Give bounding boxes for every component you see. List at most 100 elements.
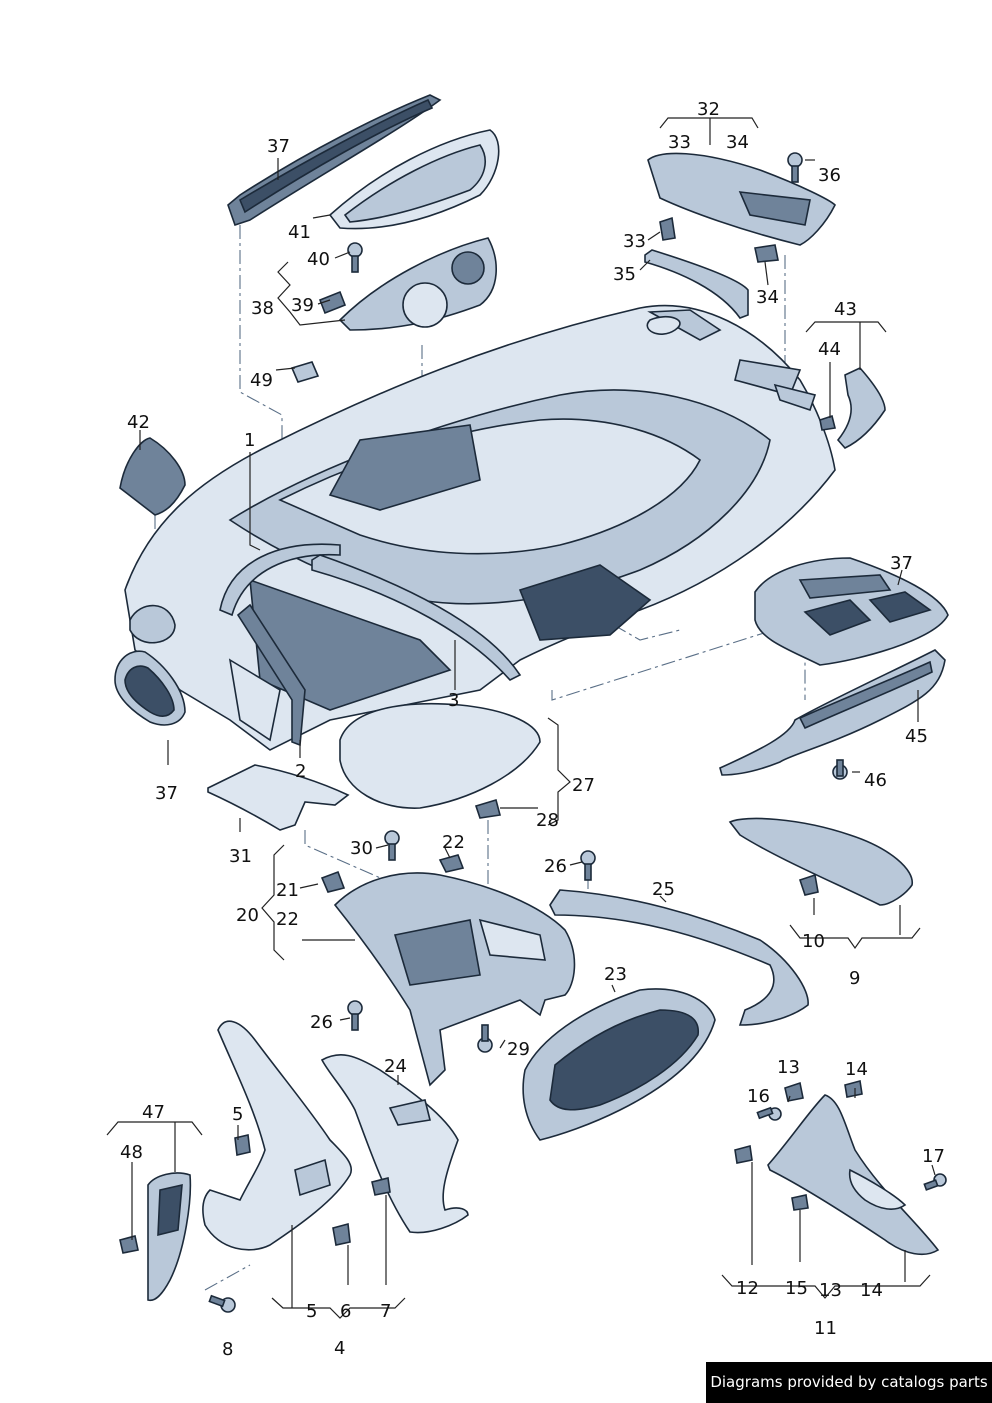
callout-5b: 5 bbox=[306, 1301, 317, 1322]
callout-37a: 37 bbox=[267, 136, 290, 157]
part-27-knee-panel bbox=[339, 702, 541, 809]
callout-16: 16 bbox=[747, 1086, 770, 1107]
part-17-screw bbox=[923, 1173, 947, 1191]
callout-10: 10 bbox=[802, 931, 825, 952]
part-6-clip bbox=[332, 1222, 351, 1246]
part-20-center-bracket bbox=[333, 872, 576, 1087]
callout-35: 35 bbox=[613, 264, 636, 285]
part-35-trim-bar bbox=[644, 249, 749, 319]
part-25-lower-trim bbox=[549, 889, 809, 1026]
callout-33b: 33 bbox=[623, 231, 646, 252]
callout-22b: 22 bbox=[276, 909, 299, 930]
callout-27: 27 bbox=[572, 775, 595, 796]
part-44-clip bbox=[819, 414, 836, 431]
callout-33a: 33 bbox=[668, 132, 691, 153]
part-38-speaker-bracket bbox=[338, 237, 497, 331]
part-32-glovebox-lid bbox=[647, 152, 836, 246]
part-16-screw bbox=[756, 1106, 782, 1121]
callout-26b: 26 bbox=[310, 1012, 333, 1033]
callout-3: 3 bbox=[448, 690, 459, 711]
part-31-mat bbox=[207, 764, 350, 831]
callout-6: 6 bbox=[340, 1301, 351, 1322]
part-37-left-vent bbox=[114, 650, 186, 726]
callout-21: 21 bbox=[276, 880, 299, 901]
callout-14b: 14 bbox=[860, 1280, 883, 1301]
callout-12: 12 bbox=[736, 1278, 759, 1299]
callout-43: 43 bbox=[834, 299, 857, 320]
callout-labels: 1 2 3 4 5 5 6 7 8 9 10 11 12 13 13 14 14… bbox=[120, 99, 945, 1360]
part-39-clip bbox=[318, 290, 347, 315]
part-28-clip bbox=[474, 798, 502, 819]
callout-37b: 37 bbox=[890, 553, 913, 574]
callout-48: 48 bbox=[120, 1142, 143, 1163]
leader-lines bbox=[106, 117, 936, 1319]
part-29-screw bbox=[477, 1024, 493, 1053]
callout-22a: 22 bbox=[442, 832, 465, 853]
part-49-clip bbox=[290, 361, 320, 383]
callout-40: 40 bbox=[307, 249, 330, 270]
callout-32: 32 bbox=[697, 99, 720, 120]
callout-15: 15 bbox=[785, 1278, 808, 1299]
part-1-trim-strip bbox=[219, 543, 341, 617]
part-11-pillar-trim bbox=[767, 1094, 940, 1256]
part-30-screw bbox=[384, 830, 400, 861]
callout-20: 20 bbox=[236, 905, 259, 926]
part-47-side-grille bbox=[147, 1172, 192, 1302]
callout-29: 29 bbox=[507, 1039, 530, 1060]
callout-41: 41 bbox=[288, 222, 311, 243]
part-13-clip bbox=[784, 1081, 804, 1102]
callout-42: 42 bbox=[127, 412, 150, 433]
part-22-clip bbox=[438, 854, 465, 873]
callout-39: 39 bbox=[291, 295, 314, 316]
part-4-lower-trim-left bbox=[202, 1020, 352, 1251]
callout-26a: 26 bbox=[544, 856, 567, 877]
callout-11: 11 bbox=[814, 1318, 837, 1339]
callout-13a: 13 bbox=[777, 1057, 800, 1078]
part-5-clip bbox=[234, 1134, 251, 1156]
callout-23: 23 bbox=[604, 964, 627, 985]
callout-25: 25 bbox=[652, 879, 675, 900]
part-40-screw bbox=[347, 242, 363, 273]
part-26-screw-upper bbox=[580, 850, 596, 881]
callout-37c: 37 bbox=[155, 783, 178, 804]
part-45-dash-trim bbox=[719, 649, 946, 776]
dashboard-panel bbox=[124, 304, 836, 751]
callout-1: 1 bbox=[244, 430, 255, 451]
part-12-clip bbox=[734, 1144, 753, 1164]
callout-34a: 34 bbox=[726, 132, 749, 153]
part-9-trim-panel bbox=[728, 817, 913, 906]
callout-46: 46 bbox=[864, 770, 887, 791]
part-33-clip bbox=[659, 216, 676, 241]
part-21-clip bbox=[320, 870, 346, 893]
part-24-side-panel bbox=[320, 1054, 469, 1234]
callout-31: 31 bbox=[229, 846, 252, 867]
part-26-screw-lower bbox=[347, 1000, 363, 1031]
callout-9: 9 bbox=[849, 968, 860, 989]
part-8-screw bbox=[208, 1294, 236, 1313]
part-48-clip bbox=[119, 1235, 139, 1254]
callout-47: 47 bbox=[142, 1102, 165, 1123]
part-23-instrument-cluster bbox=[522, 988, 716, 1141]
callout-38: 38 bbox=[251, 298, 274, 319]
part-42-side-cover bbox=[119, 437, 186, 516]
part-41-top-cover bbox=[328, 129, 500, 230]
part-34-clip bbox=[754, 244, 779, 263]
callout-49: 49 bbox=[250, 370, 273, 391]
callout-8: 8 bbox=[222, 1339, 233, 1360]
callout-14a: 14 bbox=[845, 1059, 868, 1080]
callout-24: 24 bbox=[384, 1056, 407, 1077]
part-37-right-vent bbox=[754, 557, 949, 666]
part-46-screw bbox=[832, 759, 848, 780]
part-43-side-bracket bbox=[836, 367, 886, 449]
callout-28: 28 bbox=[536, 810, 559, 831]
callout-44: 44 bbox=[818, 339, 841, 360]
callout-17: 17 bbox=[922, 1146, 945, 1167]
callout-36: 36 bbox=[818, 165, 841, 186]
callout-7: 7 bbox=[380, 1301, 391, 1322]
callout-13b: 13 bbox=[819, 1280, 842, 1301]
callout-34b: 34 bbox=[756, 287, 779, 308]
callout-45: 45 bbox=[905, 726, 928, 747]
callout-30: 30 bbox=[350, 838, 373, 859]
part-14-clip bbox=[844, 1079, 863, 1098]
